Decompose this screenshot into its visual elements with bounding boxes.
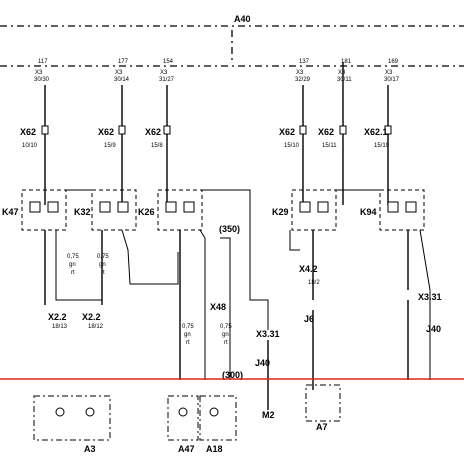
top-pin-6: 169 X3 30/17 (384, 59, 400, 83)
wire-spec-2: 0,75 gn rt (97, 254, 109, 276)
svg-text:K26: K26 (138, 207, 155, 217)
j40-right-label: J40 (426, 324, 441, 334)
svg-text:15/8: 15/8 (151, 143, 163, 149)
svg-text:rt: rt (101, 270, 105, 276)
svg-text:A3: A3 (84, 444, 96, 454)
svg-text:K94: K94 (360, 207, 377, 217)
svg-text:30/17: 30/17 (384, 77, 400, 83)
svg-text:M2: M2 (262, 410, 275, 420)
svg-text:X3: X3 (160, 70, 168, 76)
svg-text:rt: rt (224, 340, 228, 346)
svg-text:30/30: 30/30 (34, 77, 50, 83)
svg-text:32/29: 32/29 (295, 77, 311, 83)
svg-text:K29: K29 (272, 207, 289, 217)
top-pin-4: 137 X3 32/29 (295, 59, 311, 83)
top-pin-5: 181 X3 30/11 (337, 59, 352, 83)
device-a7: A7 (305, 384, 341, 432)
svg-text:15/19: 15/19 (374, 143, 390, 149)
ref-300-label: (300) (222, 370, 243, 380)
x62-connector-6: X62.1 15/19 (364, 125, 392, 149)
j6-label: J6 (304, 314, 314, 324)
svg-text:15/10: 15/10 (284, 143, 300, 149)
svg-text:X3: X3 (385, 70, 393, 76)
svg-text:15/11: 15/11 (322, 143, 337, 149)
svg-text:K47: K47 (2, 207, 19, 217)
svg-text:117: 117 (38, 59, 48, 65)
svg-text:gn: gn (184, 332, 191, 338)
svg-text:154: 154 (163, 59, 174, 65)
svg-text:X62: X62 (98, 127, 114, 137)
svg-text:X62: X62 (145, 127, 161, 137)
svg-text:169: 169 (388, 59, 399, 65)
relay-k94: K94 (360, 189, 425, 231)
svg-text:137: 137 (299, 59, 310, 65)
svg-text:gn: gn (99, 262, 106, 268)
svg-text:0,75: 0,75 (97, 254, 109, 260)
top-pin-1: 117 X3 30/30 (34, 59, 50, 83)
svg-text:gn: gn (69, 262, 76, 268)
device-a18: A18 (199, 395, 237, 454)
svg-text:31/27: 31/27 (159, 77, 175, 83)
svg-text:0,75: 0,75 (67, 254, 79, 260)
x2-2-a-label: X2.2 (48, 312, 67, 322)
svg-text:X3: X3 (338, 70, 346, 76)
interconnect-wires (44, 189, 431, 395)
ref-350-label: (350) (219, 224, 240, 234)
x4-2-pin: 18/2 (308, 280, 320, 286)
svg-text:30/14: 30/14 (114, 77, 130, 83)
x62-connector-4: X62 15/10 (279, 125, 307, 149)
svg-text:181: 181 (341, 59, 352, 65)
x3-31-left-label: X3.31 (256, 329, 280, 339)
x62-connector-1: X62 10/10 (20, 125, 49, 149)
wire-spec-4: 0,75 gn rt (220, 324, 232, 346)
svg-text:K32: K32 (74, 207, 91, 217)
svg-text:0,75: 0,75 (220, 324, 232, 330)
feeder-wires (44, 62, 389, 205)
relay-k47: K47 (2, 189, 67, 231)
svg-text:X3: X3 (35, 70, 43, 76)
svg-text:X62: X62 (20, 127, 36, 137)
svg-text:rt: rt (71, 270, 75, 276)
device-a47: A47 (167, 395, 199, 454)
wire-spec-3: 0,75 gn rt (182, 324, 194, 346)
x4-2-label: X4.2 (299, 264, 318, 274)
svg-text:A7: A7 (316, 422, 328, 432)
svg-text:15/9: 15/9 (104, 143, 116, 149)
x62-connector-2: X62 15/9 (98, 125, 126, 149)
x2-2-a-pin: 18/13 (52, 324, 68, 330)
svg-text:0,75: 0,75 (182, 324, 194, 330)
svg-text:A18: A18 (206, 444, 223, 454)
relay-k26: K26 (138, 189, 203, 231)
top-pin-2: 177 X3 30/14 (114, 59, 130, 83)
svg-text:A47: A47 (178, 444, 195, 454)
svg-text:10/10: 10/10 (22, 143, 38, 149)
wire-spec-1: 0,75 gn rt (67, 254, 79, 276)
x48-label: X48 (210, 302, 226, 312)
device-a3: A3 (33, 395, 111, 454)
svg-text:X62: X62 (318, 127, 334, 137)
x62-connector-3: X62 15/8 (145, 125, 171, 149)
relay-k32: K32 (74, 189, 137, 231)
device-m2: M2 (262, 395, 275, 420)
module-title: A40 (234, 14, 251, 24)
top-pin-3: 154 X3 31/27 (159, 59, 175, 83)
svg-text:gn: gn (222, 332, 229, 338)
svg-text:177: 177 (118, 59, 129, 65)
relay-k29: K29 (272, 189, 337, 231)
svg-text:X3: X3 (296, 70, 304, 76)
svg-text:rt: rt (186, 340, 190, 346)
x62-connector-5: X62 15/11 (318, 125, 347, 149)
svg-text:30/11: 30/11 (337, 77, 352, 83)
svg-text:X3: X3 (115, 70, 123, 76)
x2-2-b-label: X2.2 (82, 312, 101, 322)
x3-31-right-label: X3.31 (418, 292, 442, 302)
j40-left-label: J40 (255, 358, 270, 368)
x2-2-b-pin: 18/12 (88, 324, 104, 330)
svg-text:X62: X62 (279, 127, 295, 137)
svg-text:X62.1: X62.1 (364, 127, 388, 137)
